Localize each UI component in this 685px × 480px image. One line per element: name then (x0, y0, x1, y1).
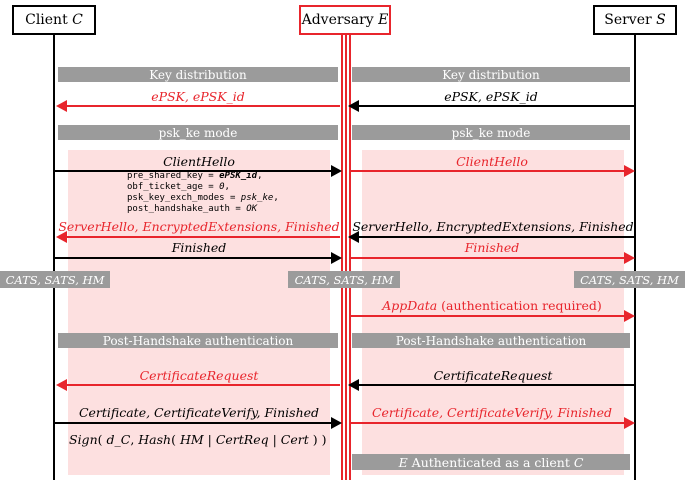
traffic-secrets-server: CATS, SATS, HM (574, 271, 685, 288)
final-client: C (573, 454, 584, 470)
cert-request-arrow-left (56, 379, 340, 391)
client-session-highlight (68, 150, 330, 475)
client-hello-params: pre_shared_key = ePSK_id, obf_ticket_age… (127, 171, 279, 215)
final-var: E (398, 454, 408, 470)
final-text: Authenticated as a client (407, 454, 574, 470)
server-hello-label-right: ServerHello, EncryptedExtensions, Finish… (352, 219, 634, 234)
client-hello-label-right: ClientHello (456, 154, 528, 169)
server-hello-arrow-left (56, 231, 340, 243)
param-psk: pre_shared_key = ePSK_id, (127, 171, 263, 181)
signature-formula: Sign( d_C, Hash( HM | CertReq | Cert ) ) (69, 432, 326, 447)
cert-request-arrow-right (348, 379, 634, 391)
sign-paren-open: ( (97, 432, 107, 447)
client-hello-arrow-right (350, 165, 635, 177)
finished-label-right: Finished (464, 240, 520, 255)
server-hello-label-left: ServerHello, EncryptedExtensions, Finish… (58, 219, 340, 234)
epsk-arrow-right (348, 100, 634, 112)
post-handshake-bar-left: Post-Handshake authentication (58, 333, 338, 348)
server-box: Server S (593, 5, 677, 35)
epsk-label-right: ePSK, ePSK_id (444, 89, 538, 104)
hash-hm: HM (179, 432, 204, 447)
param-modes: psk_key_exch_modes = psk_ke, (127, 193, 279, 203)
hash-paren-open: ( (171, 432, 180, 447)
cert-request-label-right: CertificateRequest (433, 368, 553, 383)
hash-sep-2: | (268, 432, 281, 447)
sign-close: ) ) (308, 432, 327, 447)
client-var: C (72, 12, 83, 28)
server-var: S (656, 12, 666, 28)
adversary-lifeline-2 (345, 35, 347, 480)
psk-ke-mode-bar-right: psk_ke mode (352, 125, 630, 140)
finished-arrow-right (350, 252, 635, 264)
certificate-arrow-left (54, 417, 342, 429)
server-name: Server (604, 12, 652, 28)
param-psk-key: pre_shared_key = (127, 171, 220, 181)
adversary-box: Adversary E (299, 5, 391, 35)
param-auth-value: OK (246, 204, 258, 214)
param-ticket: obf_ticket_age = 0, (127, 182, 230, 192)
param-modes-value: psk_ke (240, 193, 274, 203)
server-session-highlight (362, 150, 624, 475)
param-modes-key: psk_key_exch_modes = (127, 193, 241, 203)
sign-fn: Sign (69, 432, 98, 447)
traffic-secrets-client: CATS, SATS, HM (0, 271, 110, 288)
appdata-arrow (350, 310, 635, 322)
adversary-lifeline-3 (349, 35, 351, 480)
certificate-arrow-right (350, 417, 635, 429)
server-lifeline (634, 35, 636, 480)
client-name: Client (25, 12, 68, 28)
param-psk-value: ePSK_id (219, 171, 258, 181)
adversary-name: Adversary (301, 12, 374, 28)
hash-fn: Hash (138, 432, 172, 447)
param-auth-key: post_handshake_auth = (127, 204, 247, 214)
client-hello-arrow-left (54, 165, 342, 177)
final-result-bar: E Authenticated as a client C (352, 454, 630, 470)
param-ticket-value: 0 (219, 182, 225, 192)
client-hello-label-left: ClientHello (163, 154, 235, 169)
certificate-label-left: Certificate, CertificateVerify, Finished (78, 405, 320, 420)
appdata-text: AppData (382, 298, 438, 313)
traffic-secrets-adversary: CATS, SATS, HM (288, 271, 400, 288)
finished-arrow-left (54, 252, 342, 264)
server-hello-arrow-right (348, 231, 634, 243)
appdata-note: (authentication required) (437, 298, 602, 313)
post-handshake-bar-right: Post-Handshake authentication (352, 333, 630, 348)
finished-label-left: Finished (171, 240, 227, 255)
hash-cert: Cert (280, 432, 309, 447)
epsk-label-left: ePSK, ePSK_id (151, 89, 245, 104)
hash-certreq: CertReq (215, 432, 269, 447)
key-distribution-bar-left: Key distribution (58, 67, 338, 82)
client-box: Client C (12, 5, 96, 35)
sign-key: d_C (106, 432, 131, 447)
key-distribution-bar-right: Key distribution (352, 67, 630, 82)
certificate-label-right: Certificate, CertificateVerify, Finished (371, 405, 613, 420)
psk-ke-mode-bar-left: psk_ke mode (58, 125, 338, 140)
epsk-arrow-left (56, 100, 340, 112)
param-ticket-key: obf_ticket_age = (127, 182, 220, 192)
adversary-var: E (378, 12, 389, 28)
appdata-label: AppData (authentication required) (352, 298, 632, 313)
cert-request-label-left: CertificateRequest (139, 368, 259, 383)
sign-comma: , (130, 432, 139, 447)
param-auth: post_handshake_auth = OK (127, 204, 279, 215)
hash-sep-1: | (203, 432, 216, 447)
